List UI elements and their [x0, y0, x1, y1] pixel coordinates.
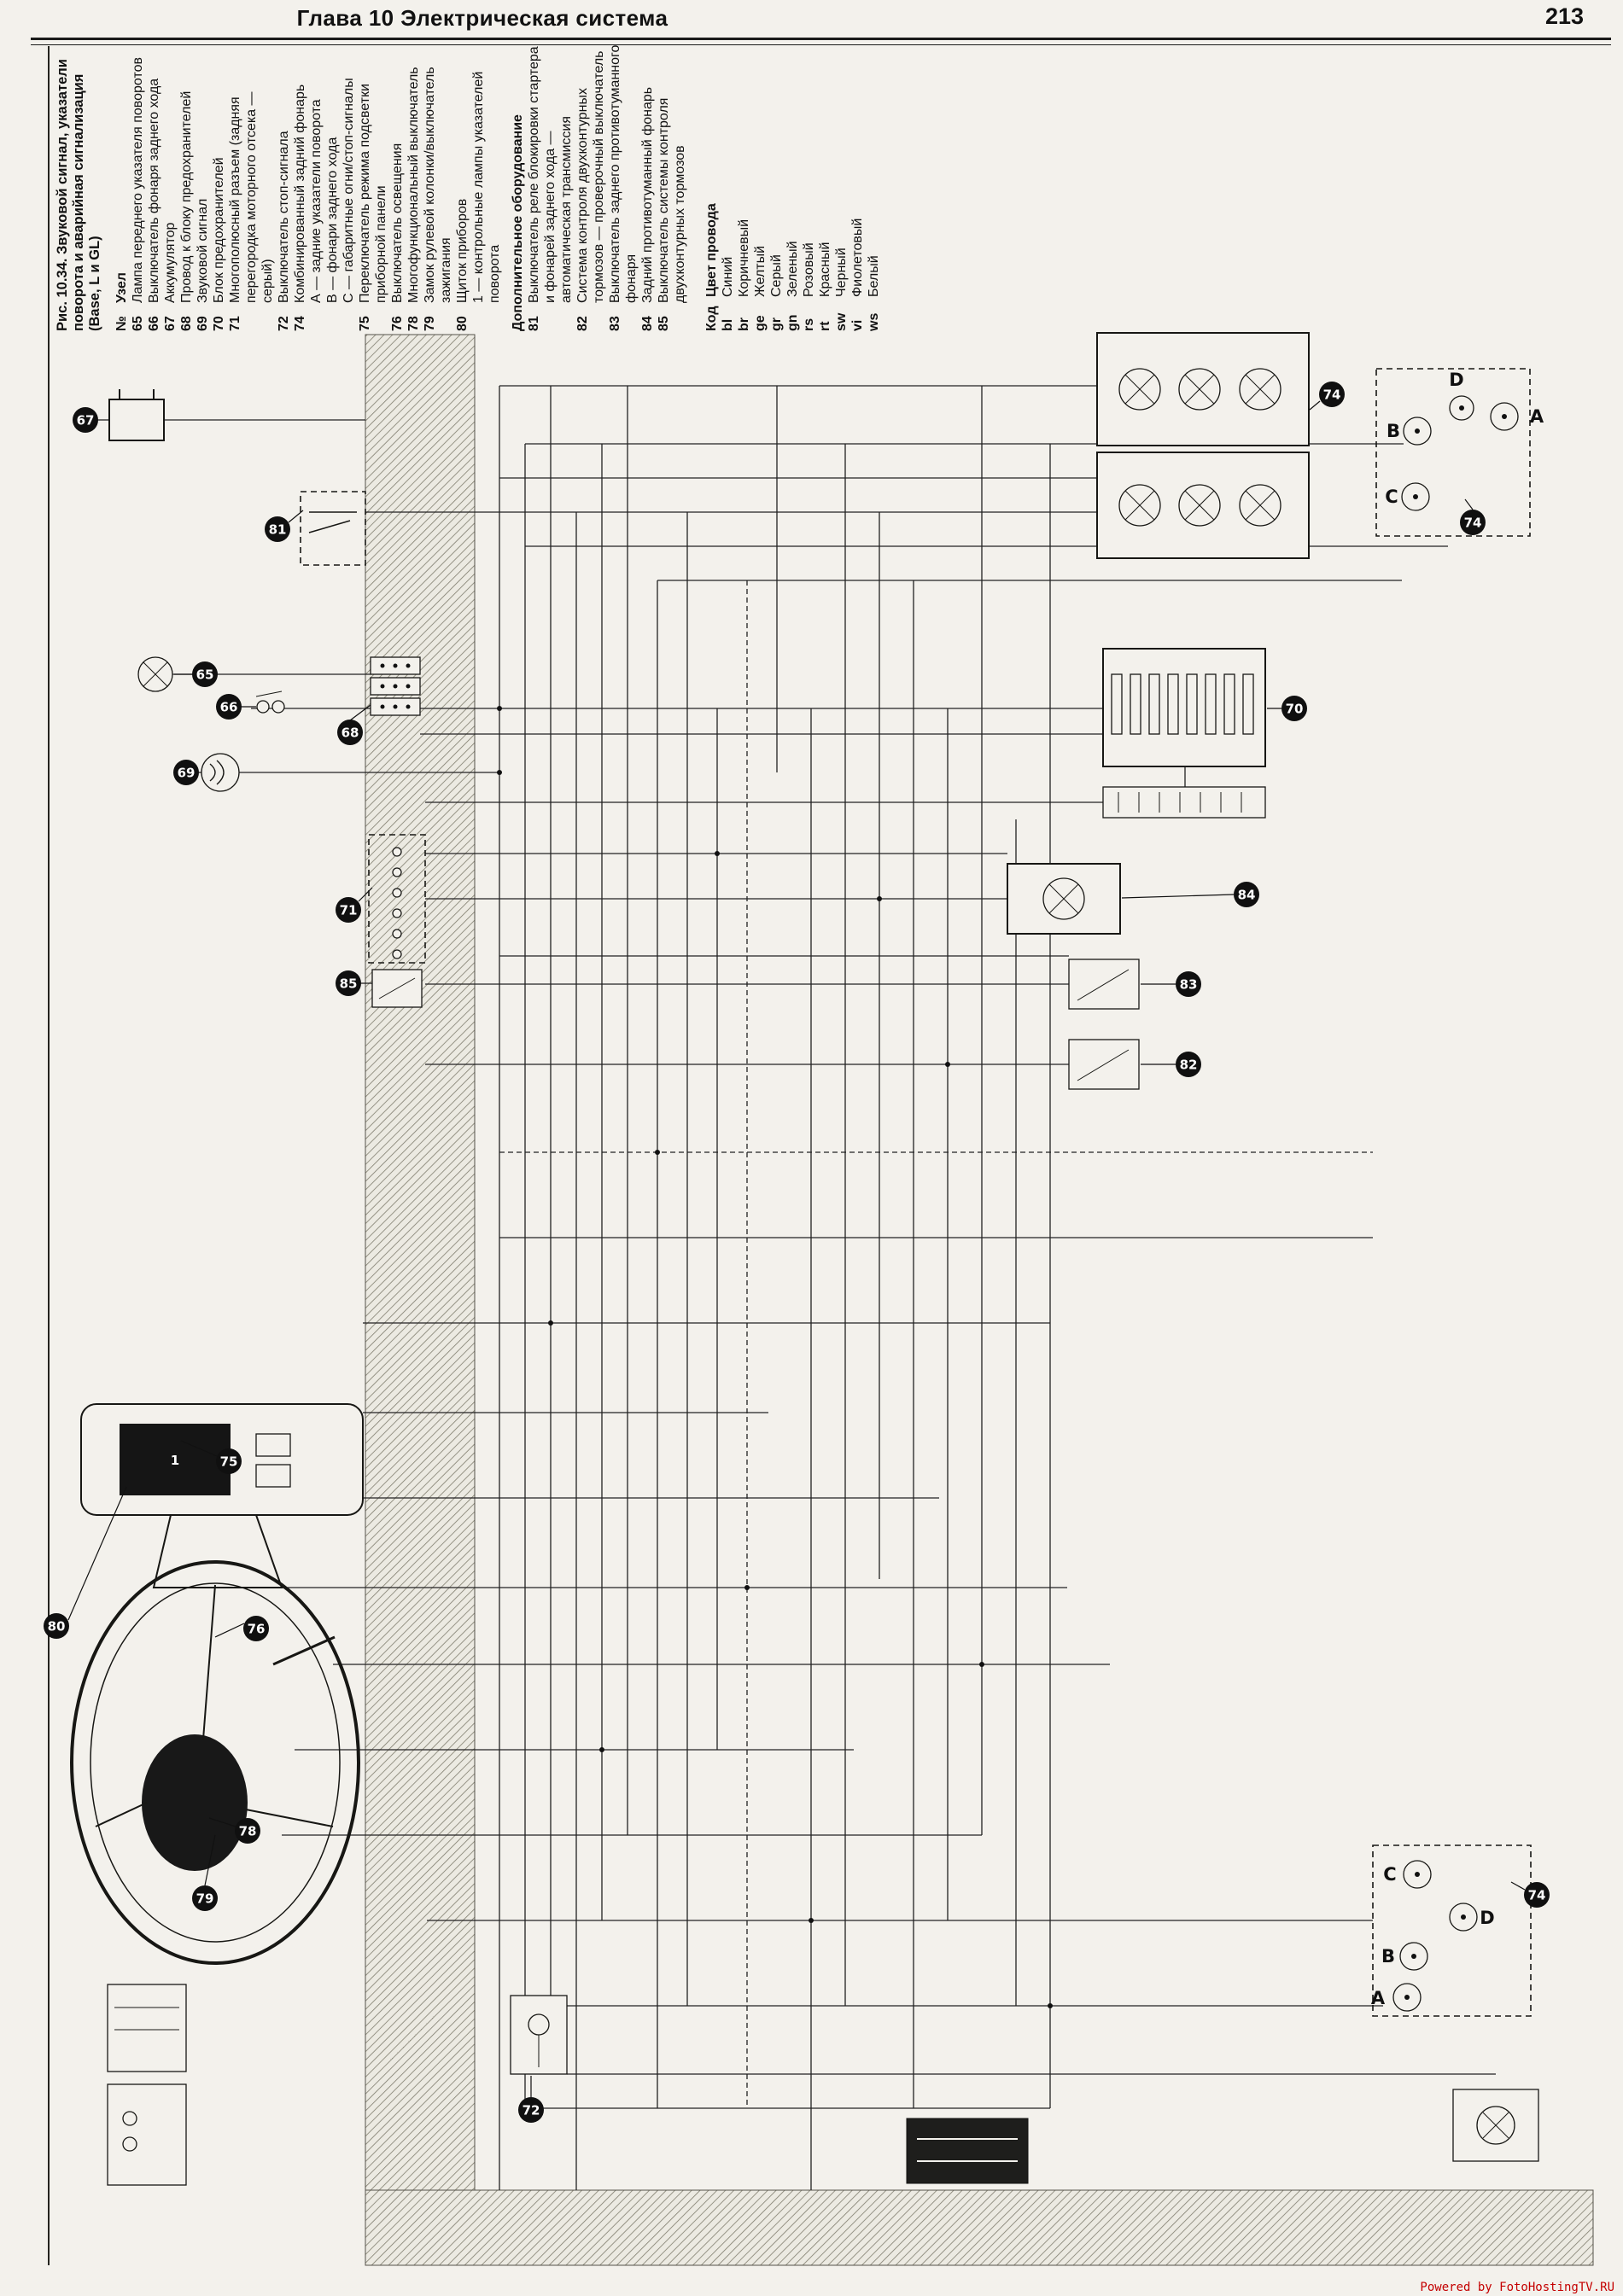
svg-text:67: 67: [77, 413, 95, 428]
console-panel: [107, 2083, 187, 2186]
diagram-marker-82: 82: [1176, 1052, 1201, 1077]
diagram-marker-68: 68: [337, 720, 363, 745]
chapter-title: Глава 10 Электрическая система: [296, 5, 668, 31]
rear-fog-lamp-symbol: [1007, 863, 1121, 935]
diagram-marker-74: 74: [1524, 1882, 1550, 1908]
diagram-marker-69: 69: [173, 760, 199, 785]
connector-letter-C: C: [1385, 487, 1398, 507]
svg-text:78: 78: [239, 1824, 257, 1839]
column-stalk: [272, 1635, 336, 1666]
diagram-marker-83: 83: [1176, 971, 1201, 997]
connector-letter-B: B: [1381, 1946, 1395, 1967]
bulkhead-hatch-bottom: [365, 2189, 1594, 2266]
header-rule: [31, 38, 1611, 40]
battery-symbol: [108, 389, 165, 441]
svg-text:83: 83: [1180, 977, 1198, 993]
connector-letter-D: D: [1449, 370, 1463, 390]
svg-text:71: 71: [340, 903, 358, 918]
instrument-cluster: [120, 1424, 231, 1495]
svg-text:76: 76: [248, 1622, 266, 1637]
svg-text:82: 82: [1180, 1058, 1198, 1073]
stop-light-switch-symbol: [510, 1995, 568, 2075]
page-number: 213: [1544, 3, 1584, 29]
svg-text:74: 74: [1464, 516, 1482, 531]
wires: [164, 385, 1496, 2190]
diagram-marker-84: 84: [1234, 882, 1259, 907]
front-turn-lamp-symbol: [137, 656, 173, 692]
svg-text:75: 75: [220, 1454, 238, 1470]
diagram-marker-81: 81: [265, 516, 290, 542]
connector-letter-D: D: [1480, 1908, 1494, 1928]
svg-text:74: 74: [1323, 388, 1341, 403]
tail-connector-group-bottom: [1372, 1844, 1532, 2017]
svg-text:72: 72: [523, 2103, 540, 2118]
page-left-frame: [48, 46, 50, 2265]
diagram-marker-74: 74: [1460, 510, 1486, 535]
brake-check-switch-symbol: [1068, 1039, 1140, 1090]
tail-lamp-cluster-right: [1096, 452, 1310, 559]
connector-letter-C: C: [1383, 1864, 1396, 1885]
junction-box: [906, 2118, 1029, 2184]
diagram-marker-80: 80: [44, 1613, 69, 1639]
tail-connector-group-top: [1375, 368, 1531, 537]
svg-text:79: 79: [196, 1891, 214, 1907]
tail-lamp-cluster-left: [1096, 332, 1310, 446]
svg-text:65: 65: [196, 667, 214, 683]
diagram-marker-75: 75: [216, 1448, 242, 1474]
steering-wheel-rim: [70, 1560, 360, 1965]
brake-monitor-switch-symbol: [371, 969, 423, 1008]
connector-letter-A: A: [1371, 1988, 1386, 2008]
svg-text:70: 70: [1286, 702, 1304, 717]
connector-letter-B: B: [1387, 421, 1400, 441]
svg-text:85: 85: [340, 976, 358, 992]
license-plate-lamp-symbol: [1452, 2089, 1539, 2162]
steering-column: [152, 1514, 283, 1588]
dashboard-drawing: 1: [70, 1403, 364, 2186]
fuse-lead-connectors: [370, 656, 421, 716]
steering-wheel-hub: [142, 1734, 248, 1871]
diagram-marker-67: 67: [73, 407, 98, 433]
diagram-marker-71: 71: [336, 897, 361, 923]
svg-text:66: 66: [220, 700, 238, 715]
diagram-marker-70: 70: [1281, 696, 1307, 721]
diagram-marker-72: 72: [518, 2097, 544, 2123]
svg-text:74: 74: [1528, 1888, 1546, 1903]
bulkhead-multipin-connector: [368, 834, 426, 964]
marker-leader-lines: [67, 400, 1526, 2097]
starter-relay-switch: [300, 491, 366, 566]
svg-text:68: 68: [342, 726, 359, 741]
fuse-box: [1102, 648, 1266, 819]
watermark: Powered by FotoHostingTV.RU: [1420, 2281, 1614, 2294]
diagram-marker-85: 85: [336, 970, 361, 996]
svg-text:81: 81: [269, 522, 287, 538]
diagram-marker-76: 76: [243, 1616, 269, 1641]
diagram-marker-74: 74: [1319, 382, 1345, 407]
svg-text:80: 80: [48, 1619, 66, 1635]
horn-symbol: [201, 753, 240, 792]
diagram-marker-65: 65: [192, 661, 218, 687]
reversing-light-switch-symbol: [255, 691, 285, 714]
lower-panel: [107, 1984, 187, 2072]
header-rule-thin: [31, 44, 1611, 45]
bulkhead-hatch-vertical: [365, 334, 476, 2266]
instrument-indicator-label: 1: [171, 1453, 179, 1468]
diagram-marker-66: 66: [216, 694, 242, 720]
svg-text:84: 84: [1238, 888, 1256, 903]
diagram-marker-78: 78: [235, 1818, 260, 1844]
connector-letter-A: A: [1530, 406, 1544, 427]
rear-fog-switch-symbol: [1068, 959, 1140, 1010]
diagram-marker-79: 79: [192, 1885, 218, 1911]
svg-text:69: 69: [178, 766, 196, 781]
